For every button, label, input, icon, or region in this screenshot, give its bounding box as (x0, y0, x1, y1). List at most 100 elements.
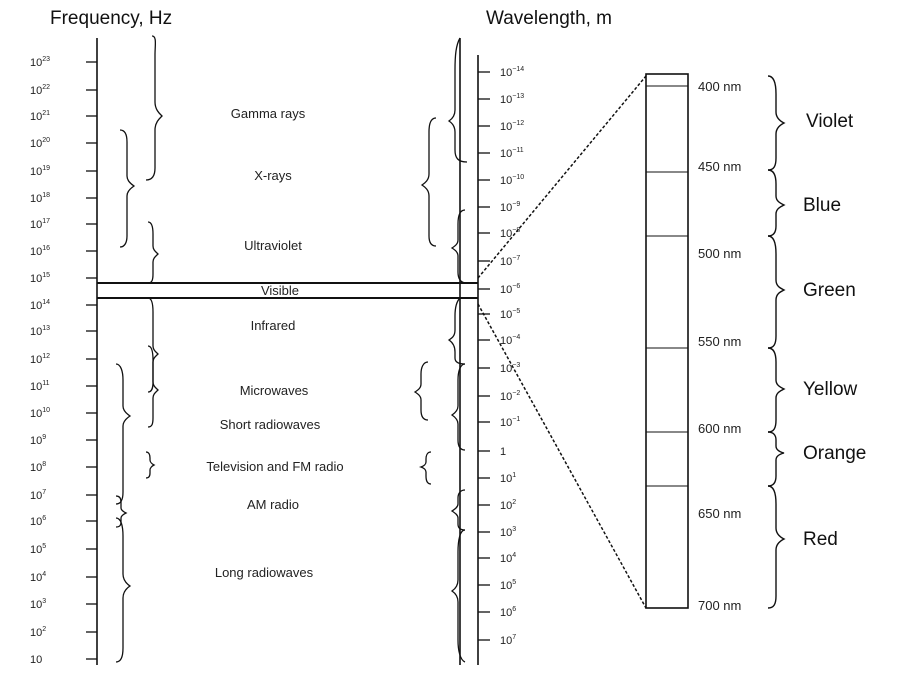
region-ultraviolet: Ultraviolet (244, 238, 302, 253)
brace-am-wave (450, 489, 466, 531)
brace-microwave-freq (147, 345, 159, 428)
brace-yellow (767, 347, 786, 433)
frequency-tick-label: 1023 (30, 56, 50, 69)
brace-gamma-wave (447, 37, 468, 163)
frequency-tick-label: 1016 (30, 245, 50, 258)
region-infrared: Infrared (251, 318, 296, 333)
frequency-tick-label: 1012 (30, 353, 50, 366)
zoom-line-bottom (477, 303, 647, 609)
frequency-tick-label: 105 (30, 543, 46, 556)
wavelength-tick-label: 10−4 (500, 334, 520, 347)
brace-tv-freq (145, 451, 156, 479)
wavelength-tick-label: 10−8 (500, 227, 520, 240)
wavelength-tick-label: 10−2 (500, 390, 520, 403)
brace-tv-wave (418, 451, 432, 485)
wavelength-tick-label: 10−13 (500, 93, 524, 106)
frequency-header: Frequency, Hz (50, 8, 172, 29)
wavelength-tick-label: 10−14 (500, 66, 524, 79)
frequency-tick-group: 1023 1022 1021 1020 1019 1018 1017 1016 1015 1014… (30, 56, 97, 666)
wavelength-tick-label: 101 (500, 472, 516, 485)
brace-gamma-freq (145, 35, 163, 181)
wavelength-tick-label: 106 (500, 606, 516, 619)
frequency-tick-label: 1021 (30, 110, 50, 123)
zoom-line-top (477, 75, 647, 279)
wavelength-tick-label: 105 (500, 579, 516, 592)
frequency-tick-label: 1010 (30, 407, 50, 420)
region-short-radiowaves: Short radiowaves (220, 417, 321, 432)
brace-am-freq (115, 495, 128, 528)
wavelength-tick-label: 107 (500, 634, 516, 647)
wavelength-tick-label: 10−5 (500, 308, 520, 321)
region-x-rays: X-rays (254, 168, 292, 183)
region-gamma-rays: Gamma rays (231, 106, 306, 121)
frequency-tick-label: 1018 (30, 192, 50, 205)
wavelength-header: Wavelength, m (486, 8, 612, 29)
wavelength-tick-label: 10−6 (500, 283, 520, 296)
frequency-tick-label: 104 (30, 571, 46, 584)
brace-shortradio-freq (115, 363, 132, 505)
wavelength-tick-label: 102 (500, 499, 516, 512)
frequency-tick-label: 1015 (30, 272, 50, 285)
brace-microwave-wave (413, 361, 429, 421)
frequency-tick-label: 1020 (30, 137, 50, 150)
wavelength-tick-label: 10−11 (500, 147, 524, 160)
wavelength-tick-label: 10−9 (500, 201, 520, 214)
wavelength-tick-label: 1 (500, 446, 506, 458)
color-blue: Blue (803, 195, 841, 216)
wavelength-tick-label: 10−12 (500, 120, 524, 133)
nm-550: 550 nm (698, 334, 741, 349)
brace-shortradio-wave (450, 363, 466, 451)
nm-700: 700 nm (698, 598, 741, 613)
brace-uv-freq (147, 221, 159, 284)
frequency-tick-label: 1017 (30, 218, 50, 231)
nm-450: 450 nm (698, 159, 741, 174)
region-visible: Visible (261, 283, 299, 298)
color-green: Green (803, 280, 856, 301)
frequency-tick-label: 107 (30, 489, 46, 502)
brace-blue (767, 169, 786, 237)
wavelength-tick-label: 10−3 (500, 362, 520, 375)
visible-spectrum-box (645, 73, 689, 609)
brace-longradio-wave (450, 529, 466, 663)
color-violet: Violet (806, 111, 854, 132)
frequency-tick-label: 106 (30, 515, 46, 528)
nm-500: 500 nm (698, 246, 741, 261)
frequency-tick-label: 103 (30, 598, 46, 611)
brace-violet (767, 75, 786, 171)
brace-xray-wave (420, 117, 437, 247)
brace-green (767, 235, 786, 349)
region-tv-fm-radio: Television and FM radio (206, 459, 343, 474)
brace-uv-wave (450, 209, 466, 284)
color-red: Red (803, 529, 838, 550)
frequency-tick-label: 109 (30, 434, 46, 447)
wavelength-tick-label: 10−1 (500, 416, 520, 429)
wavelength-tick-label: 10−10 (500, 174, 524, 187)
brace-infrared-freq (147, 297, 159, 393)
brace-infrared-wave (447, 297, 466, 365)
wavelength-tick-label: 10−7 (500, 255, 520, 268)
wavelength-tick-group: 10−1410−1310−1210−1110−1010−910−810−710−… (478, 66, 524, 647)
nm-650: 650 nm (698, 506, 741, 521)
wavelength-tick-label: 103 (500, 526, 516, 539)
frequency-tick-label: 102 (30, 626, 46, 639)
color-orange: Orange (803, 443, 866, 464)
brace-red (767, 485, 786, 609)
frequency-tick-label: 1022 (30, 84, 50, 97)
frequency-tick-label: 1019 (30, 165, 50, 178)
wavelength-tick-label: 104 (500, 552, 516, 565)
spectrum-divider-group (646, 85, 688, 487)
region-microwaves: Microwaves (240, 383, 309, 398)
frequency-tick-label: 10 (30, 654, 42, 666)
frequency-tick-label: 108 (30, 461, 46, 474)
nm-600: 600 nm (698, 421, 741, 436)
nm-400: 400 nm (698, 79, 741, 94)
frequency-tick-label: 1014 (30, 299, 50, 312)
brace-xray-freq (119, 129, 136, 248)
frequency-tick-label: 1013 (30, 325, 50, 338)
brace-longradio-freq (115, 517, 132, 663)
brace-orange (767, 431, 785, 487)
region-am-radio: AM radio (247, 497, 299, 512)
frequency-tick-label: 1011 (30, 380, 50, 393)
color-yellow: Yellow (803, 379, 858, 400)
